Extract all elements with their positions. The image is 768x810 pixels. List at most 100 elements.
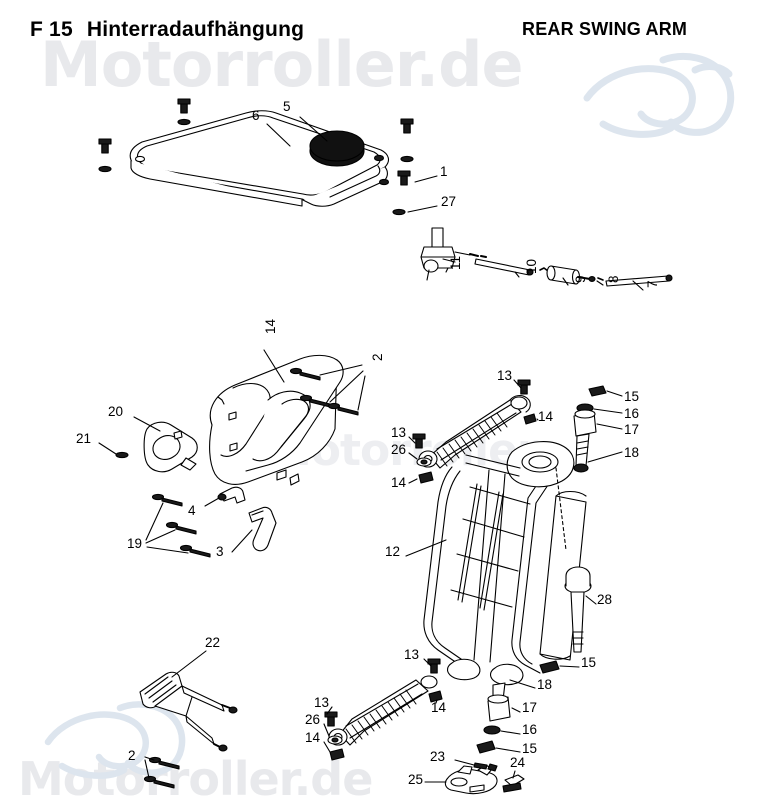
hinge-bolt-21 [115,451,129,459]
shock-lower-bolt-13 [427,658,441,674]
shock-lower-bushing-26 [327,735,343,745]
callout-11: 11 [448,255,463,270]
callout-16-upper: 16 [624,406,640,421]
callout-19: 19 [127,536,143,551]
leader-2e [144,759,150,779]
leader-23 [454,759,475,766]
shock-lower-nut-14c [329,748,345,761]
leader-13d [326,706,333,715]
leader-1 [414,175,438,183]
leader-2c [357,375,366,411]
nut-15-lower-b [476,740,496,754]
leader-4 [204,497,220,507]
leader-14-seat [263,349,285,383]
seat-lock [444,764,498,795]
nut-15-lower-a [539,660,560,674]
leader-16b [500,730,521,735]
leader-21 [98,442,117,455]
seat-support-bracket [248,506,277,552]
nut-15-upper [588,385,607,397]
callout-25: 25 [408,772,424,787]
leader-7 [632,280,644,291]
shock-nut-14-upper [523,413,537,425]
leader-5 [299,116,328,142]
callout-12: 12 [385,544,401,559]
shock-eye-bolt-13b [412,433,426,449]
leader-2a [319,364,363,376]
callout-13-lower-eye: 13 [314,695,330,710]
leader-14d [435,699,438,704]
seat [209,354,344,486]
callout-6: 6 [252,108,260,123]
callout-15-lower-b: 15 [522,741,538,756]
callout-14-lower-b: 14 [431,700,447,715]
axis-line-upper [555,467,567,551]
callout-14-seat: 14 [263,318,278,334]
callout-1: 1 [440,164,448,179]
leader-2b [329,370,364,403]
leader-18a [587,451,623,463]
callout-21: 21 [76,431,92,446]
rear-axle-bolt [564,566,592,653]
leader-13b [408,436,416,444]
leader-10 [514,271,520,278]
callout-13-eye: 13 [391,425,407,440]
callout-5: 5 [283,99,291,114]
shock-absorber-upper [418,395,531,469]
callout-17-lower: 17 [522,700,538,715]
tank-washer-27 [392,208,406,216]
tank-bolt-right-front [397,170,411,186]
leader-20 [133,416,161,432]
leader-17b [511,707,521,713]
leader-3 [231,529,253,553]
latch-pin-23 [473,762,498,772]
latch-lever-24 [502,774,525,793]
leader-13a [513,379,522,389]
fuel-petcock [420,227,471,281]
callout-26-lower: 26 [305,712,321,727]
callout-27: 27 [441,194,457,209]
shock-bushing-26 [416,457,432,467]
leader-17a [596,423,623,430]
leader-6 [266,123,291,147]
leader-12 [405,539,447,557]
section-title-de: Hinterradaufhängung [86,18,305,41]
callout-13-lower: 13 [404,647,420,662]
shock-absorber-lower [328,675,438,746]
leader-27 [407,205,438,213]
callout-15-lower: 15 [581,655,597,670]
section-code: F 15 [30,18,73,41]
callout-28: 28 [597,592,613,607]
shock-lower-nut-14 [428,690,443,703]
seat-hinge-bolt-a [151,493,183,507]
swing-arm [423,441,587,686]
callout-15-upper: 15 [624,389,640,404]
leader-19c [146,546,189,554]
callout-18-lower: 18 [537,677,553,692]
fuel-filter [539,265,596,285]
section-title-en: REAR SWING ARM [522,19,688,39]
fuel-hose-lower [597,274,673,287]
shock-eye-nut-14b [418,471,434,484]
fuel-hose-upper [469,253,534,276]
callout-23: 23 [430,749,446,764]
tank-bolt-right-rear [400,118,414,163]
washer-16-lower [483,725,501,735]
page-title: F 15 Hinterradaufhängung [30,18,304,42]
seat-hinge [143,421,198,473]
callout-4: 4 [188,503,196,518]
leader-19b [145,529,176,544]
leader-14b [408,478,418,484]
callout-10: 10 [524,258,539,274]
leader-15c [495,747,521,753]
leader-26a [408,452,418,460]
leader-13c [423,658,432,667]
bushing-17-lower [487,694,511,722]
leader-11 [445,267,449,273]
callout-7: 7 [645,280,660,288]
leader-22 [171,650,207,678]
callout-17-upper: 17 [624,422,640,437]
callout-14-upper: 14 [538,409,554,424]
